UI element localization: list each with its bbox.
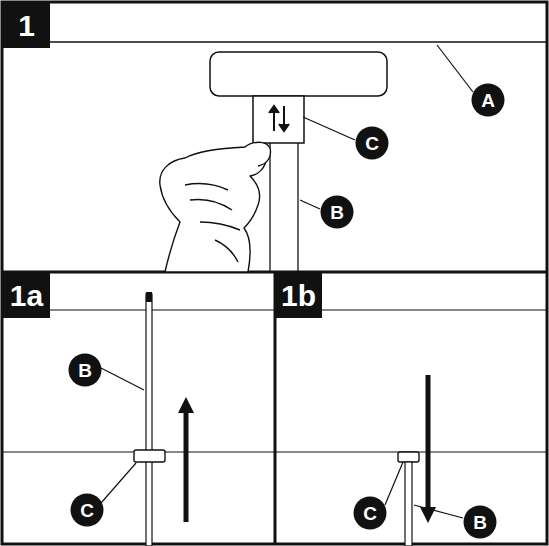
callout-letter: B <box>463 505 497 539</box>
panel-number-text: 1b <box>281 281 316 311</box>
callout-letter: C <box>355 126 389 160</box>
up-down-arrows <box>269 106 289 131</box>
rod <box>297 143 298 272</box>
rod <box>146 294 152 546</box>
callout-text: C <box>365 134 379 153</box>
panel-number: 1a <box>3 273 50 318</box>
callout-letter: C <box>353 496 387 530</box>
rod <box>405 462 412 546</box>
callout-letter: C <box>70 493 104 527</box>
callout-letter: B <box>320 195 354 229</box>
callout-text: A <box>481 91 495 110</box>
shelf-edge <box>50 309 275 310</box>
collar <box>134 450 165 462</box>
panel-number: 1b <box>275 273 322 318</box>
callout-text: B <box>78 361 92 380</box>
up-arrow <box>184 405 189 522</box>
down-arrow <box>426 375 431 515</box>
panel-number-text: 1a <box>10 281 43 311</box>
callout-letter: B <box>68 353 102 387</box>
tag <box>253 96 304 143</box>
panel-number: 1 <box>3 3 50 48</box>
leader-line <box>385 462 463 518</box>
collar <box>398 452 419 462</box>
callout-text: C <box>80 501 94 520</box>
shelf-edge <box>322 309 547 310</box>
callout-letter: A <box>471 83 505 117</box>
mount <box>210 52 387 96</box>
callout-text: B <box>330 203 344 222</box>
rod <box>269 143 270 272</box>
callout-text: C <box>363 504 377 523</box>
panel-number-text: 1 <box>18 11 35 41</box>
leader-line <box>300 45 473 209</box>
rod-cap <box>146 292 152 302</box>
hand <box>160 142 271 272</box>
callout-text: B <box>473 513 487 532</box>
shelf-edge <box>50 41 547 43</box>
leader-line <box>101 368 144 503</box>
